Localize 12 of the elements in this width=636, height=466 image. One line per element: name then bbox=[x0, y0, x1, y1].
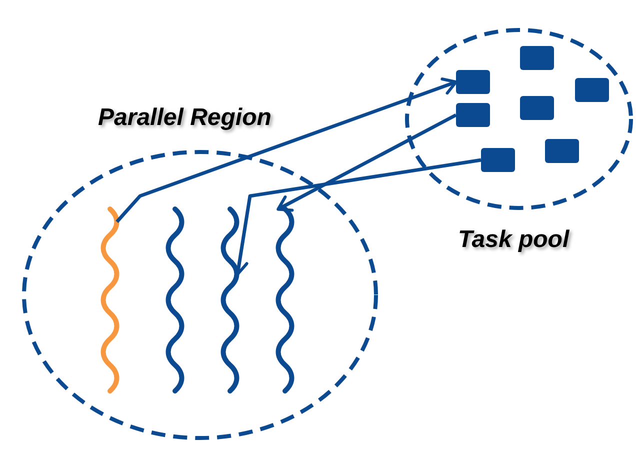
task-box bbox=[520, 46, 554, 70]
group-title: Task pool bbox=[458, 226, 570, 254]
group-title: Parallel Region bbox=[98, 104, 272, 132]
task-box bbox=[520, 96, 554, 120]
arrow bbox=[230, 158, 482, 276]
task-box bbox=[481, 148, 515, 172]
arrow bbox=[276, 113, 457, 212]
arrow bbox=[116, 78, 458, 223]
task-box bbox=[575, 78, 609, 102]
task-box bbox=[456, 70, 490, 94]
task-box bbox=[545, 139, 579, 163]
task-box bbox=[456, 103, 490, 127]
